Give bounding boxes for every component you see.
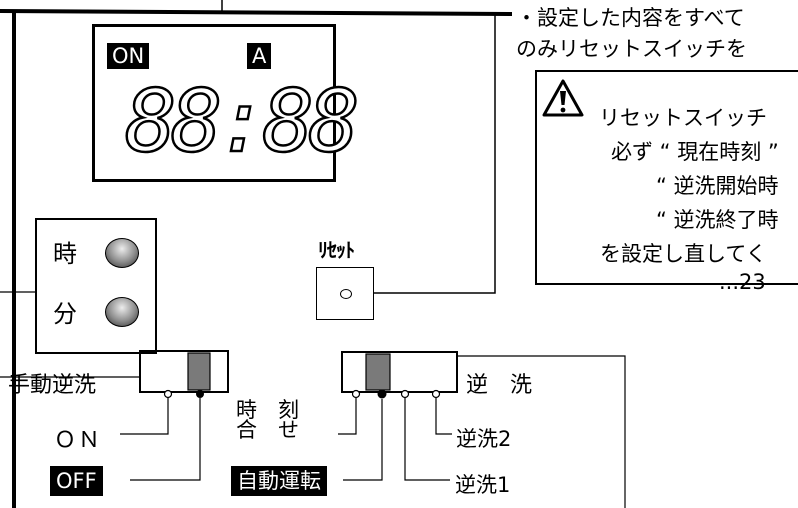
manual-backwash-switch[interactable]: [140, 351, 228, 392]
on-indicator: ON: [107, 43, 150, 69]
backwash-label: 逆 洗: [466, 373, 533, 398]
note-line-1: ・設定した内容をすべて: [516, 6, 745, 30]
minute-button[interactable]: [105, 297, 139, 327]
hour-button[interactable]: [105, 238, 139, 268]
time-set-label-bottom: 合 せ: [236, 418, 299, 442]
time-set-keys: 時 分: [35, 218, 157, 354]
manual-off-label: OFF: [50, 466, 103, 496]
note-line-3: 必ず “ 現在時刻 ”: [611, 140, 779, 164]
mode-switch[interactable]: [342, 352, 457, 392]
backwash2-label: 逆洗2: [456, 427, 512, 451]
manual-backwash-label: 手動逆洗: [8, 373, 97, 398]
note-line-2: のみリセットスイッチを: [516, 37, 747, 61]
reset-label: ﾘｾｯﾄ: [318, 238, 355, 262]
manual-on-label: ＯＮ: [54, 428, 103, 453]
auto-operation-label: 自動運転: [231, 466, 327, 496]
reset-button[interactable]: [316, 267, 374, 320]
warning-triangle-icon: [542, 79, 584, 117]
hour-key-label: 時: [53, 240, 77, 268]
note-line-6: を設定し直してく: [600, 242, 767, 266]
warning-title: リセットスイッチ: [599, 106, 767, 130]
minute-key-label: 分: [53, 300, 77, 328]
reset-hole: [340, 289, 352, 299]
time-set-label-top: 時 刻: [236, 398, 299, 422]
note-line-7: ...23: [719, 270, 766, 294]
note-line-5: “ 逆洗終了時: [656, 208, 779, 232]
warning-box: リセットスイッチ 必ず “ 現在時刻 ” “ 逆洗開始時 “ 逆洗終了時 を設定…: [535, 70, 798, 294]
time-readout: 88:88: [124, 72, 361, 172]
alarm-indicator: A: [247, 43, 272, 69]
note-line-4: “ 逆洗開始時: [656, 174, 779, 198]
lcd-display: ON A 88:88: [92, 24, 361, 182]
backwash1-label: 逆洗1: [455, 473, 511, 497]
